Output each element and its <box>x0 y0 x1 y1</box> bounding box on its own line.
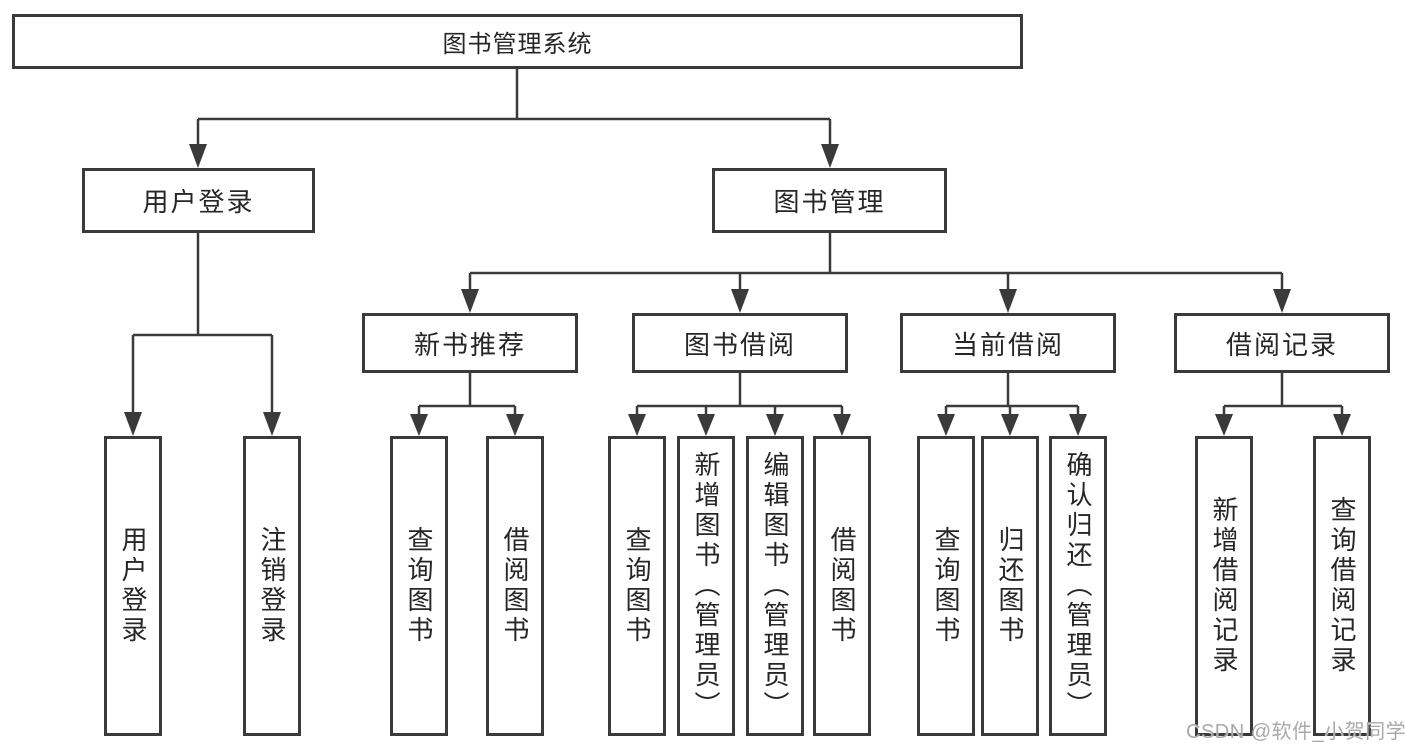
csdn-watermark: CSDN @软件_小贺同学 <box>1186 721 1405 743</box>
leaf-records-add-borrow-record: 新增借阅记录 <box>1195 436 1253 736</box>
leaf-records-query-borrow-record: 查询借阅记录 <box>1313 436 1371 736</box>
leaf-logout: 注销登录 <box>243 436 301 736</box>
leaf-current-query-books: 查询图书 <box>917 436 975 736</box>
leaf-current-confirm-return-admin: 确认归还（管理员） <box>1049 436 1107 736</box>
leaf-recommend-query-books: 查询图书 <box>390 436 448 736</box>
leaf-recommend-borrow-books: 借阅图书 <box>486 436 544 736</box>
node-borrow-records: 借阅记录 <box>1174 313 1390 373</box>
node-root-library-management-system: 图书管理系统 <box>12 14 1023 69</box>
node-new-book-recommend: 新书推荐 <box>362 313 578 373</box>
node-user-login-branch: 用户登录 <box>82 168 315 233</box>
leaf-borrow-borrow-books: 借阅图书 <box>813 436 871 736</box>
node-book-borrow: 图书借阅 <box>632 313 848 373</box>
leaf-borrow-edit-books-admin: 编辑图书（管理员） <box>746 436 804 736</box>
leaf-current-return-books: 归还图书 <box>981 436 1039 736</box>
leaf-borrow-add-books-admin: 新增图书（管理员） <box>677 436 735 736</box>
leaf-user-login: 用户登录 <box>104 436 162 736</box>
leaf-borrow-query-books: 查询图书 <box>608 436 666 736</box>
node-current-borrow: 当前借阅 <box>900 313 1116 373</box>
node-book-management-branch: 图书管理 <box>712 168 947 233</box>
